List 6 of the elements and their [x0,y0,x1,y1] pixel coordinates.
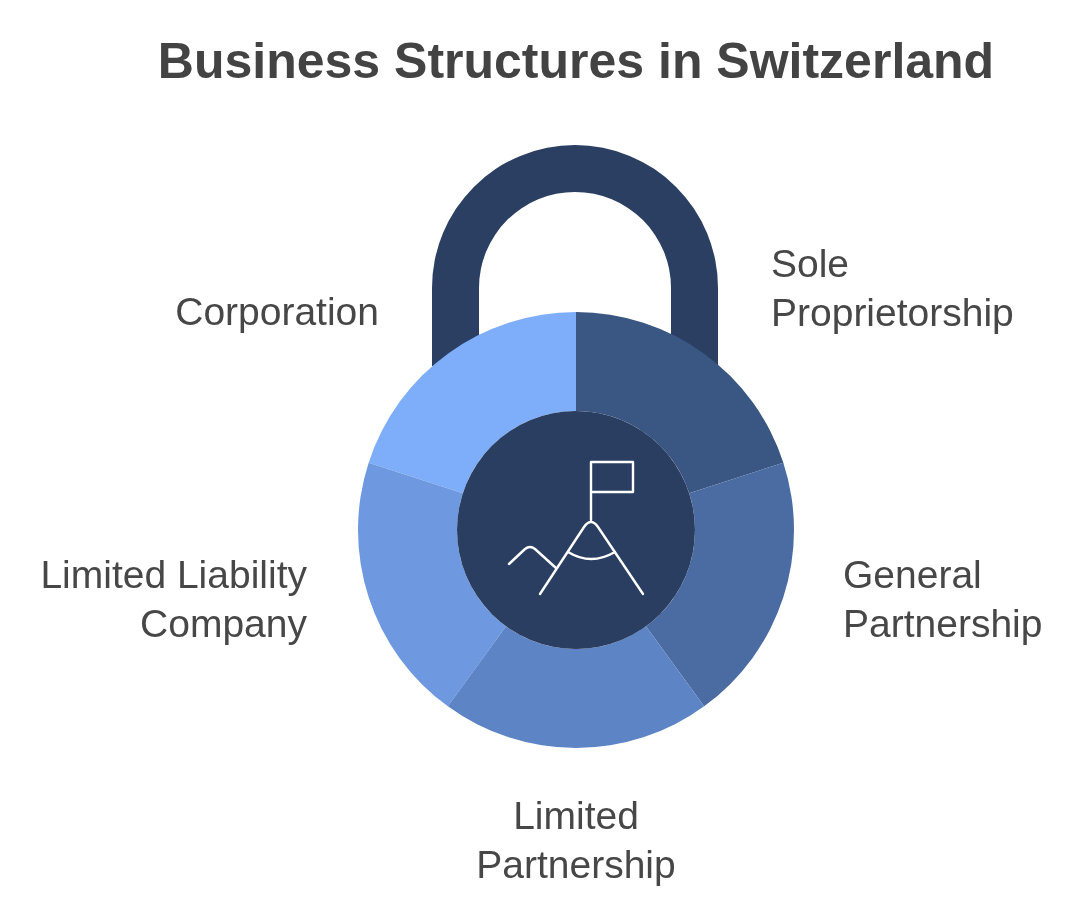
segment-label: Corporation [174,289,379,335]
diagram-title: Business Structures in Switzerland [157,36,995,86]
segment-label: General Partnership [843,552,1044,647]
segment-label: Sole Proprietorship [771,241,1015,336]
segment-label: Limited Partnership [475,793,677,888]
segment-label: Limited Liability Company [39,552,307,647]
